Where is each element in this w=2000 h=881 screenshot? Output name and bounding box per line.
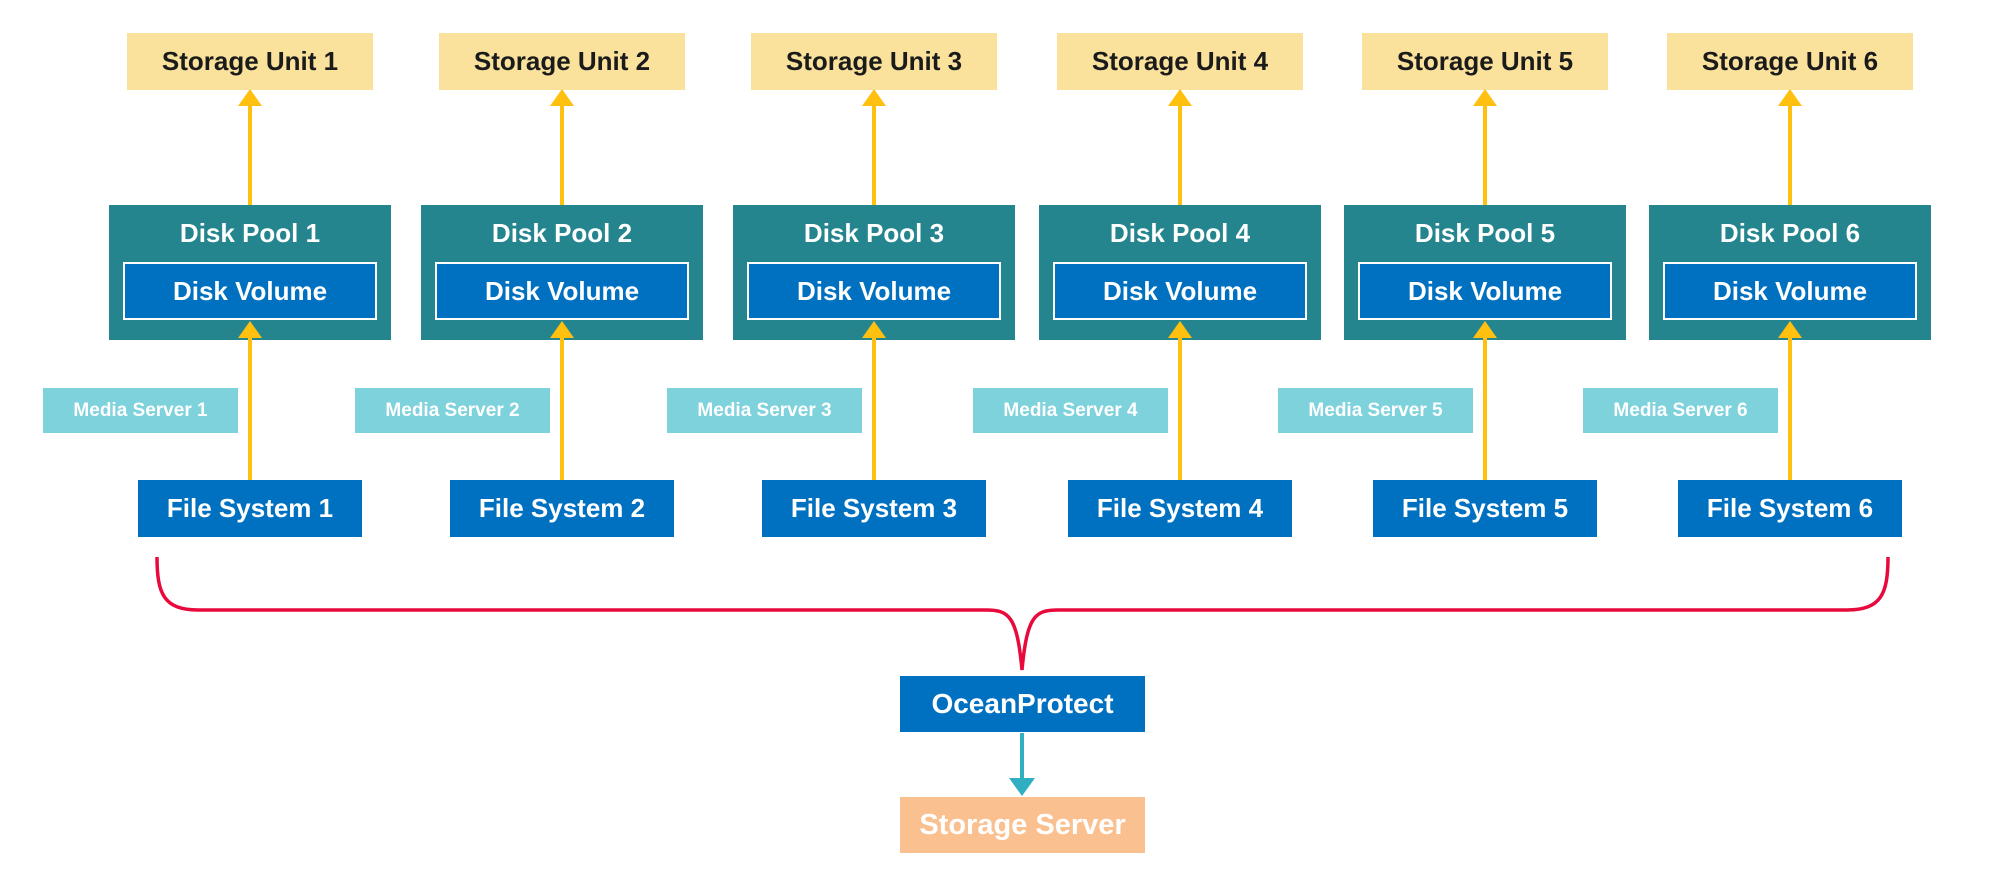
arrow-up-icon [238,321,262,338]
arrow-up-icon [1168,321,1192,338]
disk-volume-box: Disk Volume [1053,262,1307,320]
media-server-box: Media Server 1 [43,388,238,433]
arrow-up-connector [560,104,564,205]
disk-pool-label: Disk Pool 5 [1414,218,1556,248]
disk-pool-box: Disk Pool 5 Disk Volume [1344,205,1626,340]
arrow-up-icon [862,321,886,338]
storage-column-3: Storage Unit 3 Disk Pool 3 Disk Volume M… [664,0,1084,620]
storage-unit-box: Storage Unit 6 [1667,33,1913,90]
media-server-box: Media Server 4 [973,388,1168,433]
storage-unit-box: Storage Unit 5 [1362,33,1608,90]
disk-volume-box: Disk Volume [1358,262,1612,320]
disk-pool-label: Disk Pool 4 [1109,218,1251,248]
arrow-up-connector [560,336,564,480]
storage-column-4: Storage Unit 4 Disk Pool 4 Disk Volume M… [970,0,1390,620]
arrow-down-icon [1009,778,1035,796]
arrow-up-connector [1788,336,1792,480]
arrow-up-connector [1178,336,1182,480]
storage-unit-box: Storage Unit 4 [1057,33,1303,90]
arrow-up-connector [1178,104,1182,205]
storage-unit-box: Storage Unit 1 [127,33,373,90]
arrow-up-icon [1473,89,1497,106]
arrow-up-icon [1778,89,1802,106]
disk-pool-box: Disk Pool 2 Disk Volume [421,205,703,340]
media-server-box: Media Server 5 [1278,388,1473,433]
media-server-box: Media Server 2 [355,388,550,433]
file-system-box: File System 6 [1678,480,1902,537]
arrow-up-icon [1168,89,1192,106]
disk-pool-box: Disk Pool 3 Disk Volume [733,205,1015,340]
arrow-up-icon [550,321,574,338]
disk-pool-label: Disk Pool 2 [491,218,633,248]
file-system-box: File System 4 [1068,480,1292,537]
arrow-up-connector [872,104,876,205]
storage-column-1: Storage Unit 1 Disk Pool 1 Disk Volume M… [40,0,460,620]
arrow-up-icon [238,89,262,106]
storage-column-2: Storage Unit 2 Disk Pool 2 Disk Volume M… [352,0,772,620]
disk-volume-box: Disk Volume [123,262,377,320]
arrow-down-connector [1020,733,1024,780]
arrow-up-connector [1483,104,1487,205]
file-system-box: File System 1 [138,480,362,537]
disk-pool-box: Disk Pool 6 Disk Volume [1649,205,1931,340]
arrow-up-connector [248,104,252,205]
disk-volume-box: Disk Volume [747,262,1001,320]
storage-column-6: Storage Unit 6 Disk Pool 6 Disk Volume M… [1580,0,2000,620]
file-system-box: File System 3 [762,480,986,537]
disk-pool-box: Disk Pool 4 Disk Volume [1039,205,1321,340]
arrow-up-icon [550,89,574,106]
file-system-box: File System 5 [1373,480,1597,537]
storage-unit-box: Storage Unit 2 [439,33,685,90]
oceanprotect-box: OceanProtect [900,676,1145,732]
storage-server-box: Storage Server [900,797,1145,853]
arrow-up-icon [1778,321,1802,338]
arrow-up-connector [248,336,252,480]
arrow-up-icon [1473,321,1497,338]
arrow-up-connector [872,336,876,480]
disk-pool-label: Disk Pool 1 [179,218,321,248]
arrow-up-connector [1788,104,1792,205]
disk-pool-label: Disk Pool 6 [1719,218,1861,248]
storage-column-5: Storage Unit 5 Disk Pool 5 Disk Volume M… [1275,0,1695,620]
media-server-box: Media Server 6 [1583,388,1778,433]
storage-unit-box: Storage Unit 3 [751,33,997,90]
disk-volume-box: Disk Volume [435,262,689,320]
disk-pool-label: Disk Pool 3 [803,218,945,248]
arrow-up-connector [1483,336,1487,480]
media-server-box: Media Server 3 [667,388,862,433]
arrow-up-icon [862,89,886,106]
disk-pool-box: Disk Pool 1 Disk Volume [109,205,391,340]
file-system-box: File System 2 [450,480,674,537]
disk-volume-box: Disk Volume [1663,262,1917,320]
